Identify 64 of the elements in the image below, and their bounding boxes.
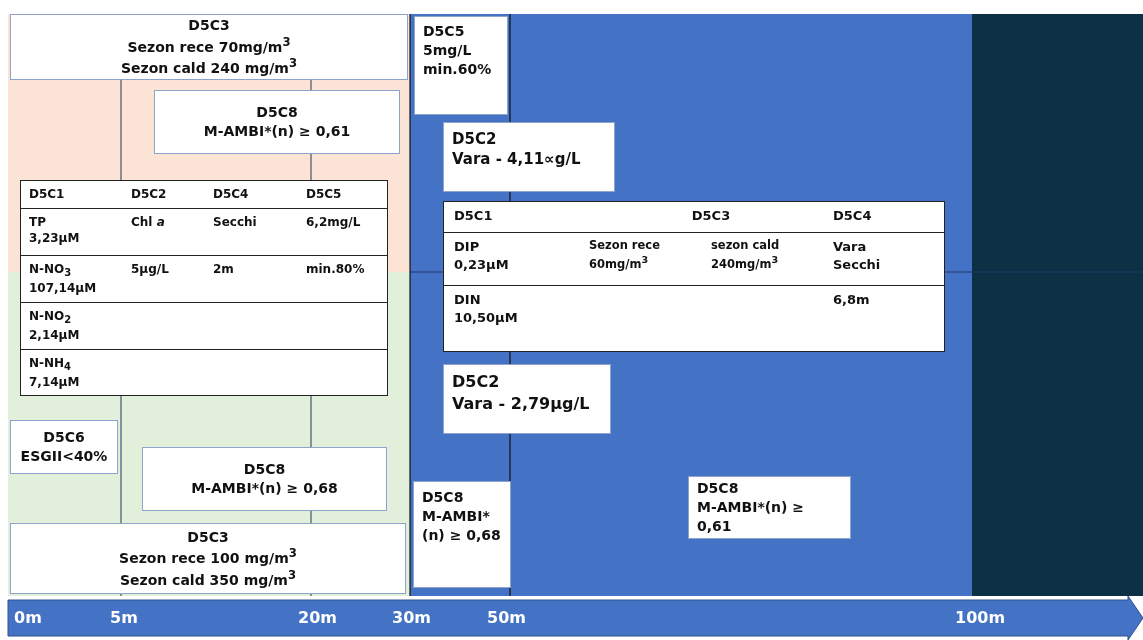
table-entry: Sezon rece 60mg/m$^{3}$: [589, 238, 661, 272]
criterion-code: D5C2: [452, 371, 500, 393]
criteria-box: [414, 16, 508, 115]
column-heading: D5C2: [131, 186, 168, 203]
criterion-value: 5mg/L: [423, 40, 472, 60]
table-entry: DIP 0,23µM: [454, 238, 510, 274]
criterion-value: Sezon rece 70mg/m$^{3}$: [127, 34, 291, 57]
criteria-box: [10, 523, 406, 594]
column-heading: D5C1: [29, 186, 66, 203]
column-heading: D5C3: [690, 207, 732, 225]
table-entry: N-NH$_{4}$ 7,14µM: [29, 355, 81, 391]
table-entry: Secchi: [213, 214, 258, 231]
column-heading: D5C4: [833, 207, 873, 225]
criteria-box: [142, 447, 387, 511]
criterion-value: M-AMBI*(n) ≥ 0,61: [203, 122, 351, 141]
criterion-code: D5C5: [423, 22, 465, 41]
criterion-code: D5C8: [697, 479, 739, 499]
criterion-value: Sezon cald 350 mg/m$^{3}$: [119, 567, 297, 590]
column-heading: D5C5: [306, 186, 343, 203]
criteria-box: [10, 14, 408, 80]
distance-label: 50m: [487, 608, 526, 627]
criterion-code: D5C2: [452, 129, 497, 150]
distance-label: 20m: [298, 608, 337, 627]
criteria-box: [10, 420, 118, 474]
criteria-box: [154, 90, 400, 154]
table-entry: 2m: [213, 261, 235, 278]
criteria-box: [413, 481, 511, 588]
column-heading: D5C1: [454, 207, 494, 225]
criterion-code: D5C8: [422, 488, 464, 507]
table-entry: 6,2mg/L: [306, 214, 362, 231]
table-entry: N-NO$_{3}$ 107,14µM: [29, 261, 95, 297]
criteria-table: [20, 180, 388, 396]
table-entry: 6,8m: [833, 291, 871, 309]
criteria-table: [443, 201, 945, 352]
table-entry: sezon cald 240mg/m$^{3}$: [711, 238, 781, 272]
distance-label: 30m: [392, 608, 431, 627]
table-entry: DIN 10,50µM: [454, 291, 519, 327]
table-entry: N-NO$_{2}$ 2,14µM: [29, 308, 81, 344]
criterion-value: ESGII<40%: [20, 447, 108, 466]
table-entry: min.80%: [306, 261, 366, 278]
criterion-value: M-AMBI*(n) ≥ 0,68: [422, 506, 502, 545]
distance-label: 100m: [955, 608, 1006, 627]
distance-label: 0m: [14, 608, 42, 627]
criterion-value: Vara - 2,79µg/L: [452, 392, 590, 415]
column-heading: D5C4: [213, 186, 250, 203]
table-entry: Vara Secchi: [833, 238, 882, 274]
criterion-value: Sezon cald 240 mg/m$^{3}$: [120, 56, 298, 78]
table-entry: TP 3,23µM: [29, 214, 81, 247]
criteria-box: [688, 476, 851, 539]
criterion-code: D5C3: [188, 16, 230, 35]
criteria-box: [443, 122, 615, 192]
criterion-value: min.60%: [423, 59, 492, 79]
criterion-code: D5C8: [243, 460, 286, 479]
criterion-value: M-AMBI*(n) ≥ 0,68: [191, 479, 338, 498]
criterion-value: Vara - 4,11∝g/L: [452, 149, 581, 170]
criterion-code: D5C6: [43, 428, 85, 447]
criterion-value: Sezon rece 100 mg/m$^{3}$: [119, 546, 297, 568]
distance-label: 5m: [110, 608, 138, 627]
criteria-box: [443, 364, 611, 434]
criterion-value: M-AMBI*(n) ≥ 0,61: [697, 498, 806, 536]
table-entry: 5µg/L: [131, 261, 170, 278]
table-entry: Chl a: [131, 214, 166, 231]
criterion-code: D5C3: [187, 527, 229, 547]
criterion-code: D5C8: [256, 103, 298, 122]
